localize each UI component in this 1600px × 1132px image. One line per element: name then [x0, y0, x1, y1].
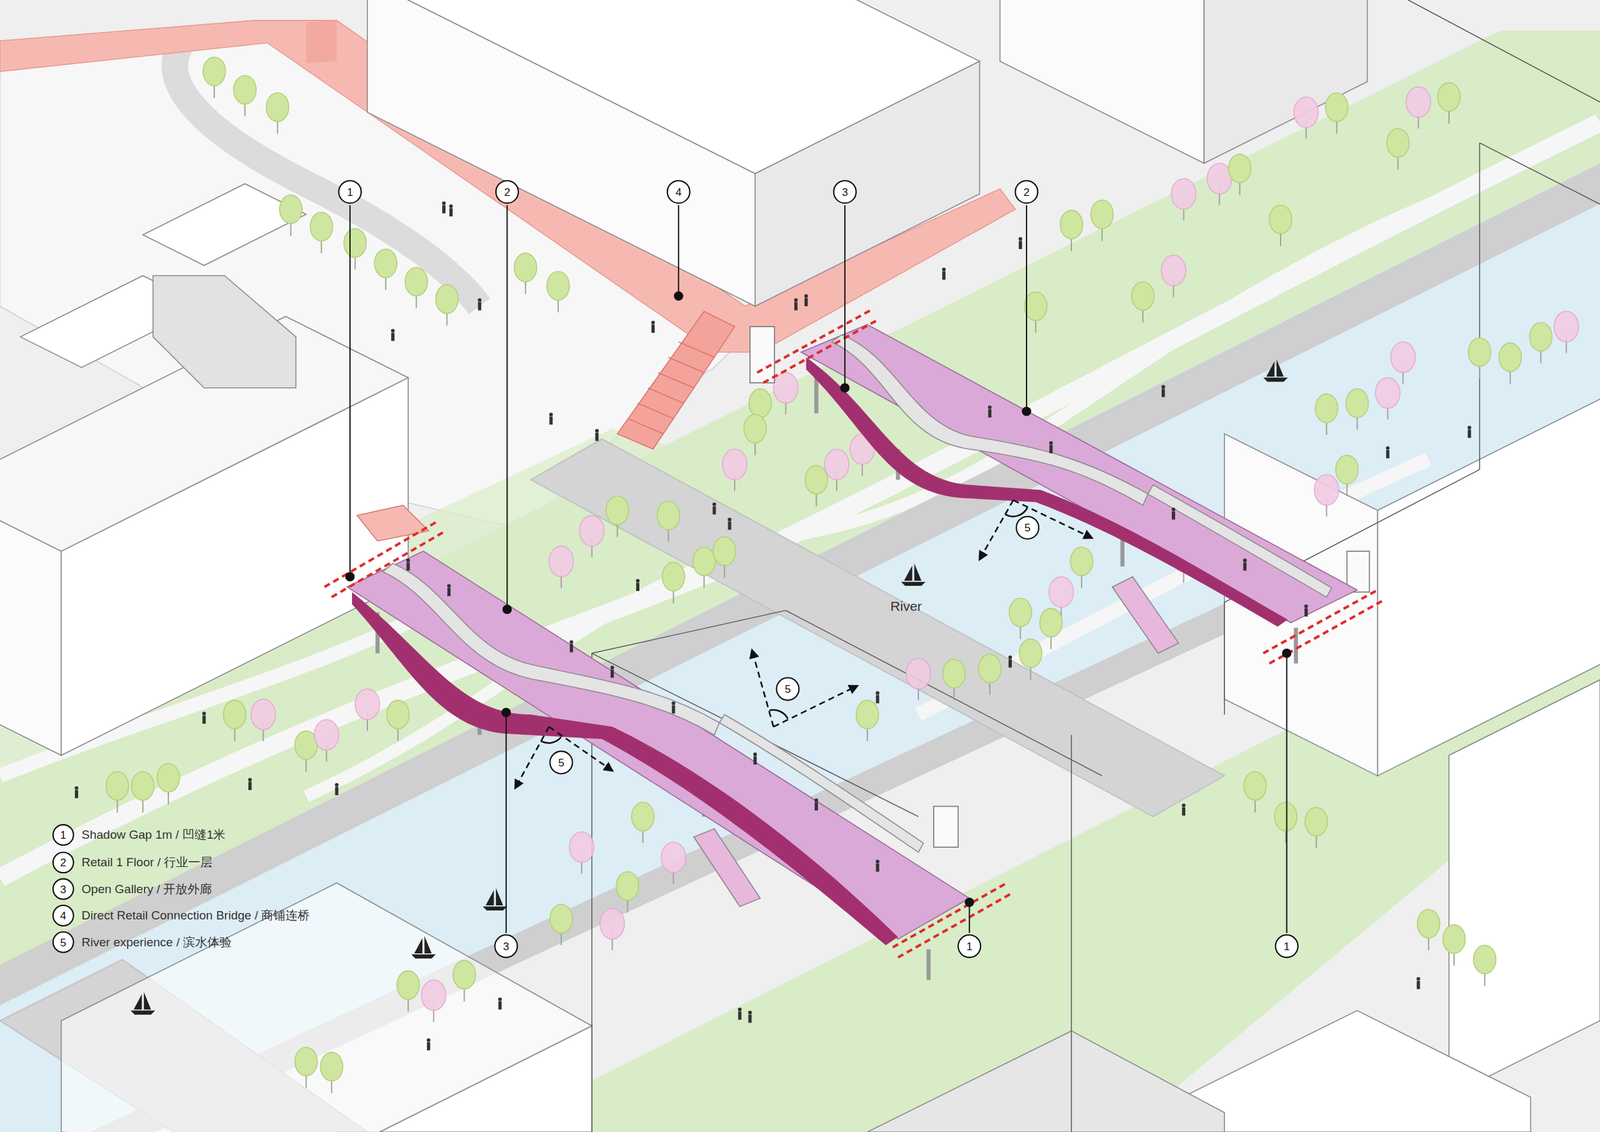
people: [74, 200, 1472, 1050]
trees: [106, 56, 1579, 1093]
shadow-gap-marks: [324, 309, 1384, 957]
river-label: River: [890, 598, 922, 614]
legend-text: Retail 1 Floor / 行业一层: [81, 853, 214, 871]
callout-number: 1: [966, 940, 973, 952]
legend-text: Shadow Gap 1m / 凹缝1米: [81, 826, 226, 843]
bridge: [346, 551, 970, 980]
callout-number: 4: [675, 186, 682, 198]
view-arrows: [515, 499, 1092, 788]
callout-circles: [53, 180, 1298, 957]
stairs: [357, 311, 1370, 906]
callout-number: 5: [784, 683, 791, 695]
wireframe-volumes: [592, 0, 1600, 1132]
callout-number: 3: [841, 186, 848, 198]
bridge: [801, 324, 1358, 664]
legend-text: River experience / 滨水体验: [81, 933, 232, 951]
callout-number: 2: [504, 186, 511, 198]
callout-number: 1: [1283, 940, 1290, 952]
callout-number: 5: [60, 936, 66, 948]
callout-number: 1: [346, 186, 353, 198]
callout-number: 1: [60, 829, 66, 841]
callout-number: 2: [60, 856, 66, 868]
callout-number: 3: [503, 940, 509, 952]
callout-number: 5: [1024, 522, 1031, 534]
callout-number: 5: [558, 757, 564, 768]
callout-number: 2: [1023, 186, 1030, 198]
legend-text: Direct Retail Connection Bridge / 商铺连桥: [81, 906, 311, 924]
river: [0, 204, 1600, 1132]
landscape: [0, 30, 1600, 1132]
callout-number: 4: [60, 910, 66, 921]
legend-text: Open Gallery / 开放外廊: [81, 880, 213, 898]
callout-number: 3: [60, 883, 66, 895]
leader-lines: [345, 204, 1291, 933]
